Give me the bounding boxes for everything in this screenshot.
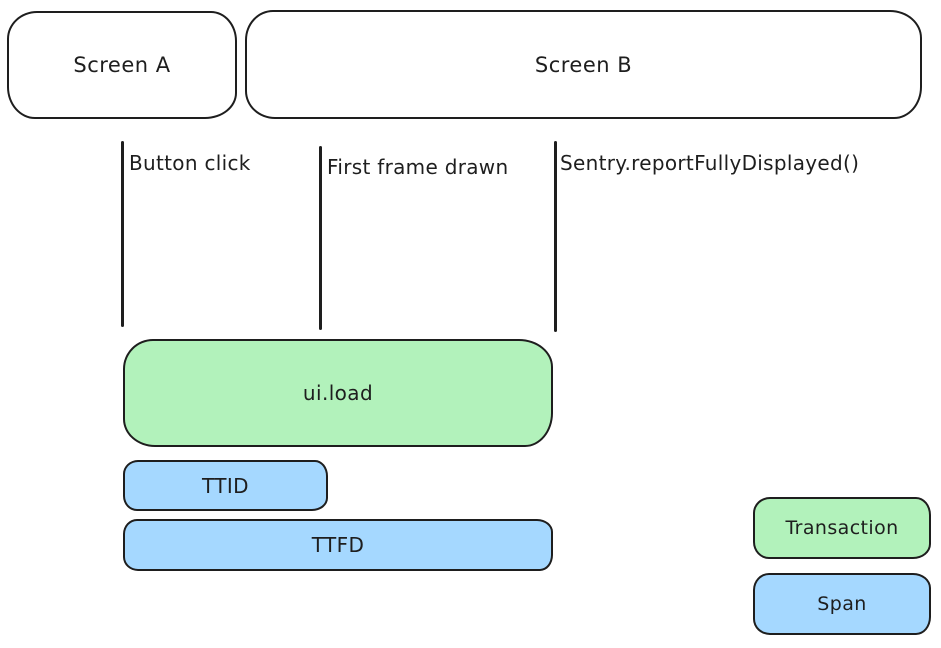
legend-transaction-label: Transaction xyxy=(785,517,899,539)
screen-b-box: Screen B xyxy=(245,10,922,119)
screen-a-box: Screen A xyxy=(7,11,237,119)
transaction-bar-ui-load: ui.load xyxy=(123,339,553,447)
event-label-report-fully-displayed: Sentry.reportFullyDisplayed() xyxy=(560,151,860,175)
legend-span: Span xyxy=(753,573,931,635)
span-bar-ttid: TTID xyxy=(123,460,328,511)
transaction-bar-ui-load-label: ui.load xyxy=(302,381,374,405)
legend-span-label: Span xyxy=(817,593,867,615)
span-bar-ttfd-label: TTFD xyxy=(311,533,365,557)
event-label-first-frame-drawn: First frame drawn xyxy=(327,155,509,179)
span-bar-ttfd: TTFD xyxy=(123,519,553,571)
screen-a-label: Screen A xyxy=(73,53,171,77)
screen-b-label: Screen B xyxy=(534,52,633,77)
event-label-button-click: Button click xyxy=(129,151,251,175)
legend-transaction: Transaction xyxy=(753,497,931,559)
event-line-first-frame-drawn xyxy=(319,146,322,330)
event-line-button-click xyxy=(121,141,124,327)
event-line-report-fully-displayed xyxy=(554,141,557,332)
span-bar-ttid-label: TTID xyxy=(202,473,249,498)
